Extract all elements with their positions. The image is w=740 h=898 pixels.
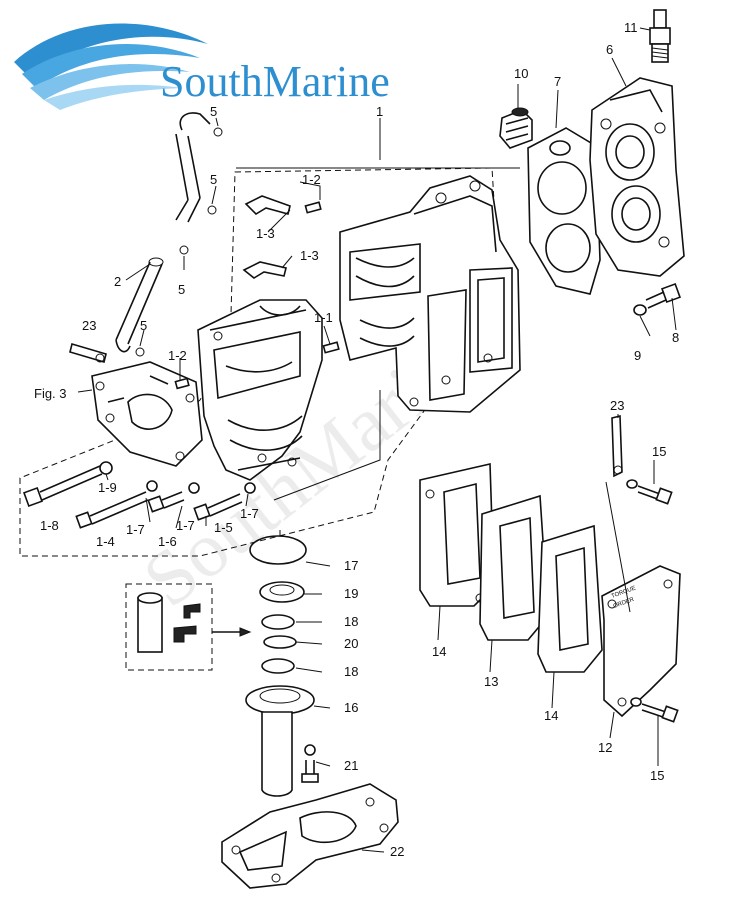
bolt-15a [637,485,673,505]
callout-1-3-bottom: 1-3 [300,248,319,263]
callout-9: 9 [634,348,641,363]
seal-housing-19 [259,581,305,603]
callout-5-d: 5 [140,318,147,333]
crankcase-half [197,299,323,481]
ring-20 [263,635,297,649]
callout-1-7-c: 1-7 [240,506,259,521]
brand-logo [14,23,208,110]
callout-19: 19 [344,586,358,601]
gasket-13 [479,494,549,641]
callout-5-a: 5 [210,104,217,119]
fig-3-reference: Fig. 3 [34,386,67,401]
callout-1-2-top: 1-2 [302,172,321,187]
callout-7: 7 [554,74,561,89]
clip-5d [135,347,145,357]
callout-15-bottom: 15 [650,768,664,783]
callout-20: 20 [344,636,358,651]
callout-10: 10 [514,66,528,81]
callout-13: 13 [484,674,498,689]
clip-5b [207,205,217,215]
callout-1-7-b: 1-7 [176,518,195,533]
clip-5a [213,127,223,137]
callout-23-left: 23 [82,318,96,333]
elbow-fitting-1-3a [244,195,291,216]
seal-housing-16 [245,685,315,797]
bolt-21 [301,744,319,783]
washer-1-7a [146,480,158,492]
hose-2 [115,257,164,353]
bolt-1-6 [147,491,185,513]
callout-5-c: 5 [178,282,185,297]
head-gasket [527,127,601,295]
callout-1-7-a: 1-7 [126,522,145,537]
callout-16: 16 [344,700,358,715]
washer-1-7b [188,482,200,494]
callout-2: 2 [114,274,121,289]
callout-21: 21 [344,758,358,773]
bolt-1-8 [23,465,103,507]
callout-1: 1 [376,104,383,119]
callout-labels: 1 1-2 1-3 1-3 1-1 1-2 5 5 5 5 2 23 Fig. … [34,20,679,859]
spark-plug [649,9,671,63]
callout-15-top: 15 [652,444,666,459]
washer-9 [633,304,647,316]
thermostat [499,107,533,149]
washer-15a [626,479,638,489]
dowel-pins [174,201,340,390]
callout-1-8: 1-8 [40,518,59,533]
callout-8: 8 [672,330,679,345]
gasket-22 [221,783,399,889]
callout-12: 12 [598,740,612,755]
oil-seal-18b [261,658,295,674]
clip-23-left [69,342,107,364]
callout-5-b: 5 [210,172,217,187]
callout-14-right: 14 [544,708,558,723]
callout-23-right: 23 [610,398,624,413]
hose-upper [175,112,211,223]
callout-1-5: 1-5 [214,520,233,535]
callout-18-bottom: 18 [344,664,358,679]
callout-1-4: 1-4 [96,534,115,549]
cylinder-block [339,175,521,413]
callout-6: 6 [606,42,613,57]
callout-17: 17 [344,558,358,573]
cylinder-head [589,77,685,277]
callout-11: 11 [624,20,638,35]
leader-lines [77,27,677,853]
callout-1-1: 1-1 [314,310,333,325]
callout-18-top: 18 [344,614,358,629]
bolt-1-4 [75,491,149,529]
clip-5c [179,245,189,255]
elbow-fitting-1-3b [242,261,287,279]
clip-23-right [611,414,623,478]
washer-1-9 [99,461,113,475]
callout-22: 22 [390,844,404,859]
bolt-15b [641,703,679,723]
oil-seal-18a [261,614,295,630]
fig3-cover [91,361,203,467]
callout-1-6: 1-6 [158,534,177,549]
callout-1-2-bottom: 1-2 [168,348,187,363]
exhaust-cover-12: TORQUE ORDER [601,565,681,718]
gasket-14-left [419,463,495,607]
brand-name: SouthMarine [160,57,390,106]
washer-1-7c [244,482,256,494]
gasket-14-right [537,524,603,673]
callout-1-9: 1-9 [98,480,117,495]
bolt-1-5 [193,493,243,521]
seal-inset [125,583,252,671]
callout-1-3-top: 1-3 [256,226,275,241]
washer-15b [630,697,642,707]
callout-14-left: 14 [432,644,446,659]
o-ring-17 [249,535,307,565]
bolt-8 [645,283,681,309]
